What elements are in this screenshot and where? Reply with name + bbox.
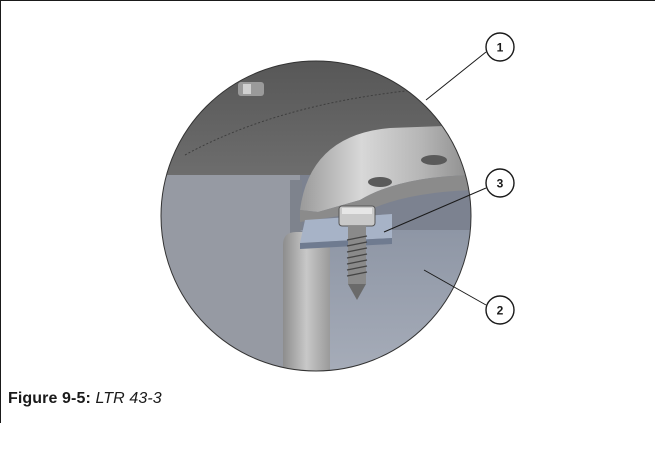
callout-3: 3	[485, 168, 515, 198]
callout-1: 1	[485, 32, 515, 62]
detail-view	[161, 61, 471, 371]
callout-2: 2	[485, 295, 515, 325]
figure-caption: Figure 9-5: LTR 43-3	[8, 390, 162, 408]
caption-title: LTR 43-3	[95, 390, 162, 407]
svg-text:2: 2	[497, 304, 504, 318]
figure-frame	[0, 0, 655, 423]
svg-text:3: 3	[497, 177, 504, 191]
svg-text:1: 1	[497, 41, 504, 55]
technical-illustration: 1 3 2	[160, 32, 515, 372]
caption-label: Figure 9-5:	[8, 390, 91, 407]
callout-leaders	[383, 51, 487, 306]
